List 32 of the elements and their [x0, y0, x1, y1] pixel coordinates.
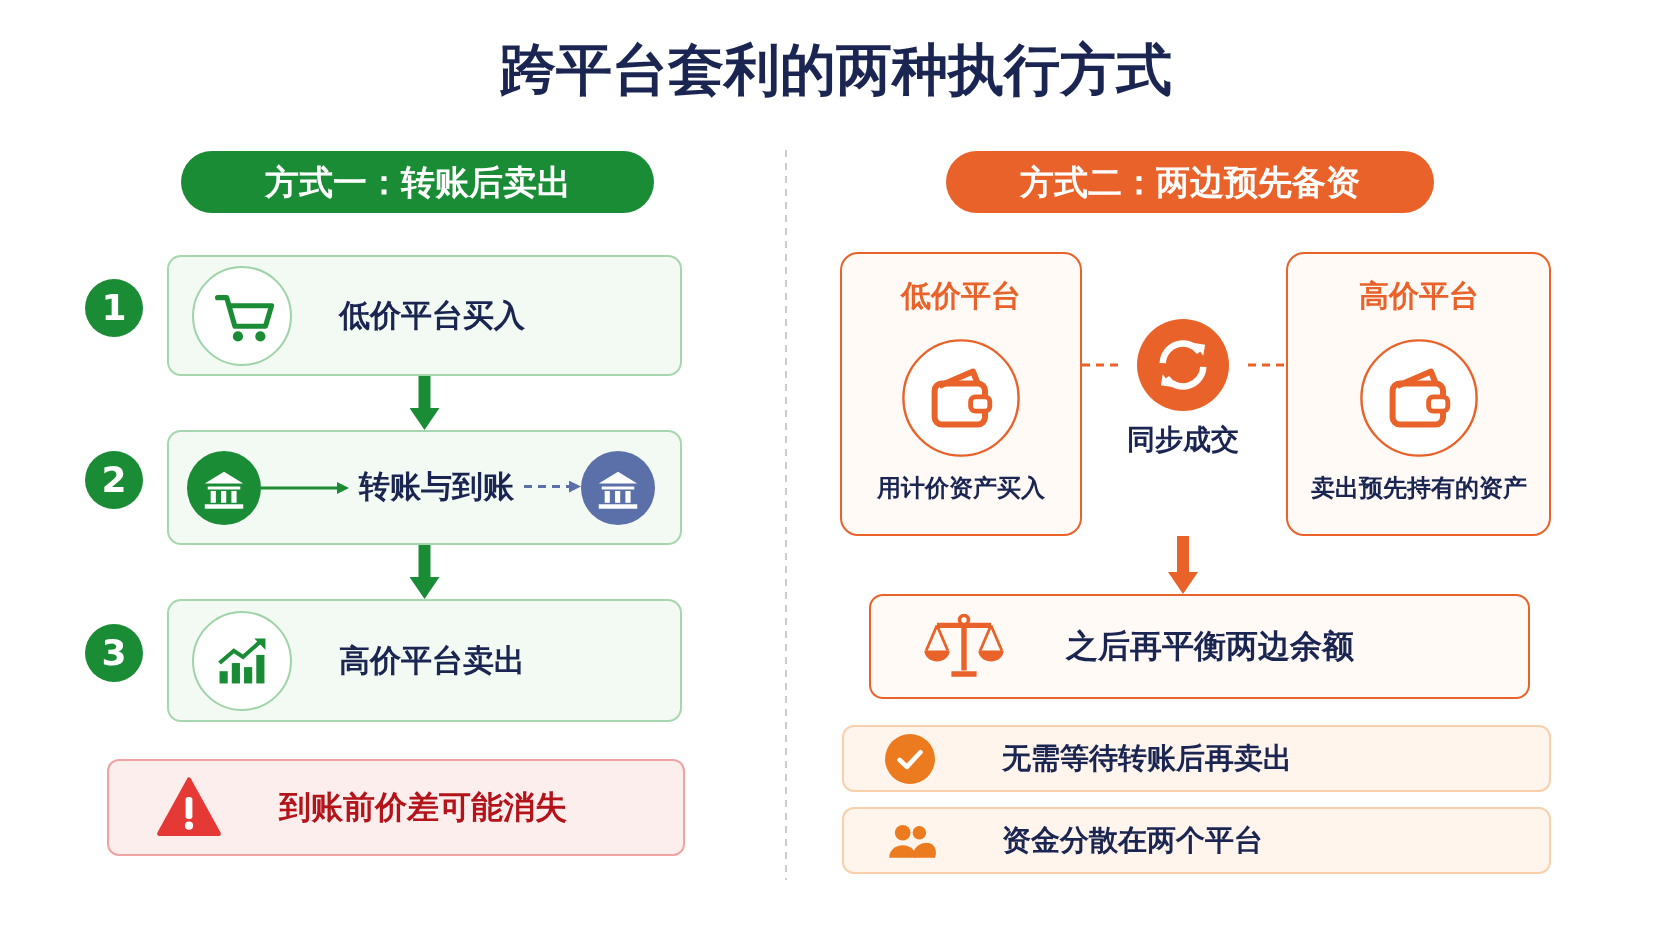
rebalance-box: [869, 594, 1530, 699]
platform-description: 用计价资产买入: [876, 474, 1046, 503]
step-number: 3: [85, 623, 143, 682]
arrow: [409, 376, 440, 430]
rebalance-text: 之后再平衡两边余额: [1066, 626, 1354, 665]
arrow: [1168, 536, 1198, 594]
platform-card: [1286, 252, 1551, 536]
diagram-title: 跨平台套利的两种执行方式: [499, 36, 1173, 104]
sync-label: 同步成交: [1126, 423, 1240, 457]
step-box: [167, 599, 682, 722]
step-number: 1: [85, 278, 143, 337]
platform-title: 低价平台: [899, 278, 1022, 314]
platform-description: 卖出预先持有的资产: [1309, 474, 1528, 503]
step-label: 低价平台买入: [339, 296, 525, 334]
note-text: 资金分散在两个平台: [1002, 822, 1263, 858]
step-label: 转账与到账: [349, 468, 524, 506]
step-box: [167, 255, 682, 376]
section-header: 方式一：转账后卖出: [181, 151, 654, 213]
note-box: [842, 807, 1551, 874]
step-number: 2: [85, 450, 143, 509]
platform-card: [840, 252, 1082, 536]
arrow: [524, 480, 581, 493]
note-box: [842, 725, 1551, 792]
note-text: 无需等待转账后再卖出: [1002, 740, 1292, 776]
arrow: [409, 545, 440, 599]
step-label: 高价平台卖出: [339, 641, 525, 679]
warning-text: 到账前价差可能消失: [279, 787, 567, 826]
platform-title: 高价平台: [1357, 278, 1480, 314]
section-header: 方式二：两边预先备资: [946, 151, 1434, 213]
warning-box: [107, 759, 685, 856]
arrow: [261, 482, 349, 494]
step-box: [167, 430, 682, 545]
